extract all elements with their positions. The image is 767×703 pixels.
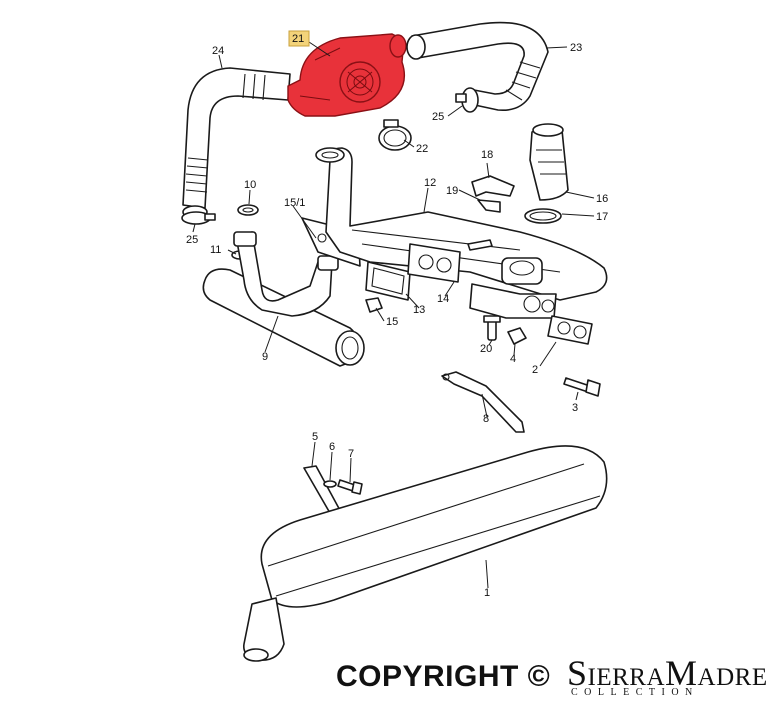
part-21-blower-housing — [287, 33, 407, 117]
leader-lines — [192, 41, 595, 589]
callout-1: 1 — [484, 587, 490, 599]
callout-4: 4 — [510, 353, 516, 365]
part-14-flange — [407, 243, 461, 283]
part-12-exchanger-body — [315, 147, 608, 301]
callout-6: 6 — [329, 441, 335, 453]
callout-16: 16 — [596, 193, 608, 205]
callout-19: 19 — [446, 185, 458, 197]
callout-12: 12 — [424, 177, 436, 189]
part-25-clamp-right — [455, 87, 479, 113]
part-7-bolt — [337, 479, 363, 495]
callout-14: 14 — [437, 293, 449, 305]
callout-23: 23 — [570, 42, 582, 54]
callout-21-highlight-box — [288, 30, 310, 47]
callout-2: 2 — [532, 364, 538, 376]
callout-labels: 21 24 23 25 22 18 19 12 16 17 10 15/1 25… — [186, 30, 608, 599]
callout-11: 11 — [210, 244, 221, 256]
callout-13: 13 — [413, 304, 425, 316]
part-17-clamp — [524, 208, 562, 224]
part-18-bracket — [471, 175, 515, 197]
callout-25-right: 25 — [432, 111, 444, 123]
part-1-muffler — [242, 445, 608, 662]
callout-5: 5 — [312, 431, 318, 443]
part-16-tube — [529, 123, 569, 201]
callout-9: 9 — [262, 351, 268, 363]
part-8-bracket — [441, 371, 525, 433]
callout-18: 18 — [481, 149, 493, 161]
part-2-gasket — [547, 315, 593, 345]
callout-17: 17 — [596, 211, 608, 223]
part-10-washer — [237, 204, 259, 216]
copyright-text: COPYRIGHT © — [336, 660, 551, 693]
part-6-washer — [323, 480, 337, 488]
callout-15-1: 15/1 — [284, 197, 305, 209]
callout-24: 24 — [212, 45, 224, 57]
part-15-nut — [365, 297, 383, 313]
part-9-heat-exchanger — [202, 231, 365, 367]
part-24-hose — [182, 67, 291, 219]
part-19-strap — [477, 199, 501, 213]
part-4-nut — [507, 327, 527, 345]
part-3-bolt — [563, 377, 601, 397]
callout-21: 21 — [292, 33, 304, 45]
part-13-gasket — [365, 261, 411, 301]
brand-subtitle: COLLECTION — [571, 687, 699, 698]
part-25-clamp-left — [181, 211, 216, 225]
callout-20: 20 — [480, 343, 492, 355]
callout-8: 8 — [483, 413, 489, 425]
part-23-hose — [406, 21, 549, 112]
callout-22: 22 — [416, 143, 428, 155]
callout-7: 7 — [348, 448, 354, 460]
part-20-bolt — [483, 315, 501, 341]
callout-15: 15 — [386, 316, 398, 328]
callout-25-left: 25 — [186, 234, 198, 246]
callout-10: 10 — [244, 179, 256, 191]
callout-3: 3 — [572, 402, 578, 414]
brand-logo: SierraMadre — [567, 653, 767, 693]
part-22-clamp — [378, 119, 412, 151]
bolt-near-14 — [467, 239, 493, 251]
